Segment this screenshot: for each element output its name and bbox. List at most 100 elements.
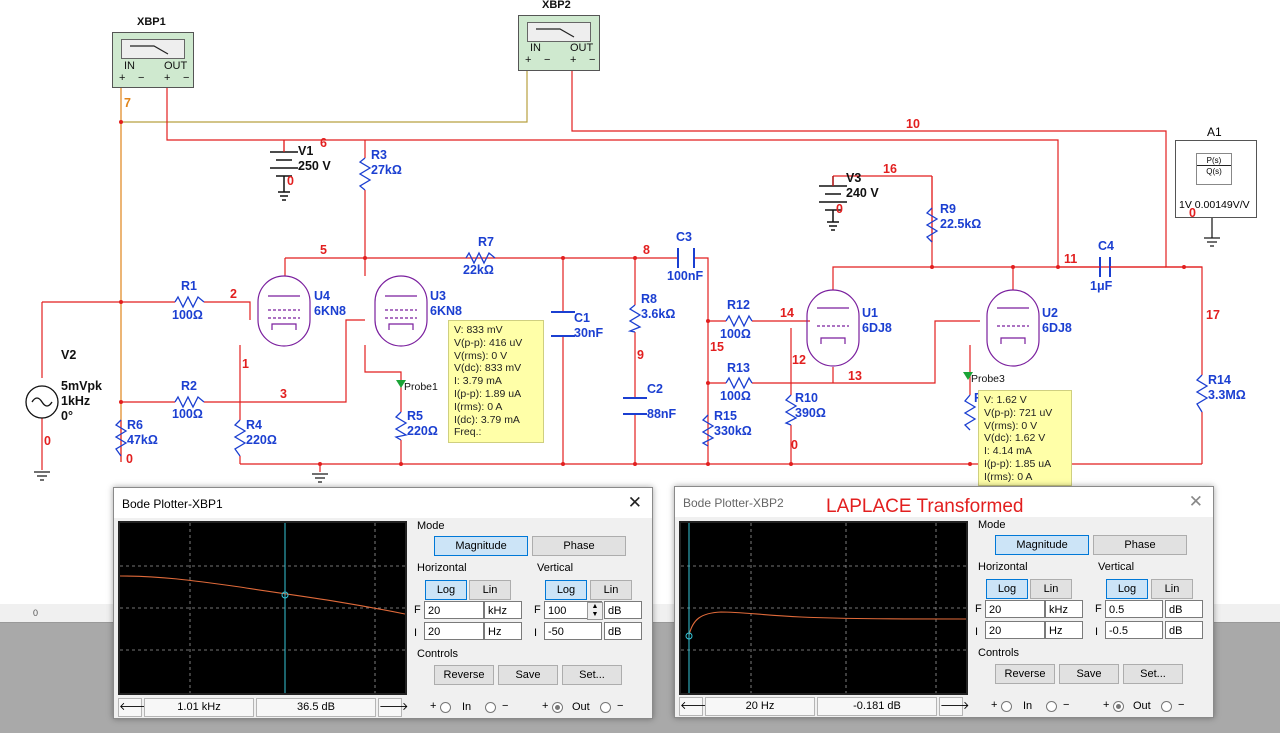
v3-name: V3 bbox=[846, 171, 862, 185]
horizontal-f-label: F bbox=[414, 604, 421, 616]
a1-numerator: P(s) bbox=[1197, 154, 1231, 166]
vertical-final-unit[interactable]: dB bbox=[1165, 600, 1203, 618]
set-button[interactable]: Set... bbox=[1123, 664, 1183, 684]
vertical-final-unit[interactable]: dB bbox=[604, 601, 642, 619]
horizontal-initial-input[interactable]: 20 bbox=[424, 622, 484, 640]
horizontal-log-button[interactable]: Log bbox=[986, 579, 1028, 599]
vertical-i-label: I bbox=[534, 627, 538, 639]
phase-button[interactable]: Phase bbox=[532, 536, 626, 556]
horizontal-initial-unit[interactable]: Hz bbox=[484, 622, 522, 640]
vertical-initial-unit[interactable]: dB bbox=[604, 622, 642, 640]
horizontal-lin-button[interactable]: Lin bbox=[1030, 579, 1072, 599]
v2-line1: 5mVpk bbox=[61, 379, 102, 393]
horizontal-initial-unit[interactable]: Hz bbox=[1045, 621, 1083, 639]
cursor-left-button[interactable]: 🡐 bbox=[118, 698, 149, 717]
horizontal-i-label: I bbox=[975, 626, 979, 638]
horizontal-initial-input[interactable]: 20 bbox=[985, 621, 1045, 639]
readout-frequency: 20 Hz bbox=[705, 697, 815, 716]
xbp1-instrument[interactable]: IN OUT + − + − bbox=[112, 32, 194, 88]
horizontal-final-input[interactable]: 20 bbox=[985, 600, 1045, 618]
out-plus-radio[interactable] bbox=[552, 702, 563, 713]
probe3-label: Probe3 bbox=[971, 373, 1005, 385]
window-title: Bode Plotter-XBP1 bbox=[122, 497, 223, 511]
horizontal-final-unit[interactable]: kHz bbox=[1045, 600, 1083, 618]
in-minus-label: − bbox=[502, 700, 509, 712]
reverse-button[interactable]: Reverse bbox=[434, 665, 494, 685]
bode-plotter-xbp1-window[interactable]: Bode Plotter-XBP1 ✕ Mode Magnitude Phase… bbox=[113, 487, 653, 719]
out-plus-radio[interactable] bbox=[1113, 701, 1124, 712]
v2-line2: 1kHz bbox=[61, 394, 91, 408]
in-plus-radio[interactable] bbox=[1001, 701, 1012, 712]
horizontal-final-input[interactable]: 20 bbox=[424, 601, 484, 619]
readout-frequency: 1.01 kHz bbox=[144, 698, 254, 717]
vertical-lin-button[interactable]: Lin bbox=[1151, 579, 1193, 599]
xbp2-instrument[interactable]: IN OUT + − + − bbox=[518, 15, 600, 71]
xbp2-out-label: OUT bbox=[570, 42, 594, 54]
vertical-initial-input[interactable]: -0.5 bbox=[1105, 621, 1163, 639]
r4-value: 220Ω bbox=[246, 433, 277, 447]
probe3-line: I(rms): 0 A bbox=[984, 470, 1033, 483]
horizontal-lin-button[interactable]: Lin bbox=[469, 580, 511, 600]
phase-button[interactable]: Phase bbox=[1093, 535, 1187, 555]
bode-plotter-xbp2-window[interactable]: Bode Plotter-XBP2 ✕ LAPLACE Transformed … bbox=[674, 486, 1214, 718]
save-button[interactable]: Save bbox=[498, 665, 558, 685]
window-titlebar[interactable]: Bode Plotter-XBP2 ✕ bbox=[675, 487, 1213, 517]
bode-readout-bar: 🡐 20 Hz -0.181 dB 🡒 bbox=[679, 697, 970, 716]
r14-value: 3.3MΩ bbox=[1208, 388, 1246, 402]
in-plus-radio[interactable] bbox=[440, 702, 451, 713]
out-minus-radio[interactable] bbox=[1161, 701, 1172, 712]
r7-name: R7 bbox=[478, 235, 494, 249]
r12-name: R12 bbox=[727, 298, 750, 312]
net-6: 6 bbox=[320, 136, 327, 150]
bode-glyph-icon bbox=[130, 45, 169, 55]
a1-fraction: P(s) Q(s) bbox=[1196, 153, 1232, 185]
cursor-right-button[interactable]: 🡒 bbox=[939, 697, 970, 716]
reverse-button[interactable]: Reverse bbox=[995, 664, 1055, 684]
a1-block[interactable]: P(s) Q(s) 1V 0.00149V/V bbox=[1175, 140, 1257, 218]
magnitude-button[interactable]: Magnitude bbox=[434, 536, 528, 556]
net-2: 2 bbox=[230, 287, 237, 301]
set-button[interactable]: Set... bbox=[562, 665, 622, 685]
xbp1-plus-in: + bbox=[119, 72, 126, 84]
r7-value: 22kΩ bbox=[463, 263, 494, 277]
vertical-initial-input[interactable]: -50 bbox=[544, 622, 602, 640]
save-button[interactable]: Save bbox=[1059, 664, 1119, 684]
c2-name: C2 bbox=[647, 382, 663, 396]
magnitude-button[interactable]: Magnitude bbox=[995, 535, 1089, 555]
vertical-final-input[interactable]: 0.5 bbox=[1105, 600, 1163, 618]
close-icon[interactable]: ✕ bbox=[1188, 492, 1203, 511]
sheet-tab-index: 0 bbox=[33, 608, 39, 618]
vertical-initial-unit[interactable]: dB bbox=[1165, 621, 1203, 639]
net-17: 17 bbox=[1206, 308, 1220, 322]
xbp1-in-label: IN bbox=[124, 60, 135, 72]
r15-name: R15 bbox=[714, 409, 737, 423]
out-minus-radio[interactable] bbox=[600, 702, 611, 713]
xbp1-plus-out: + bbox=[164, 72, 171, 84]
a1-denominator: Q(s) bbox=[1206, 167, 1222, 176]
window-titlebar[interactable]: Bode Plotter-XBP1 ✕ bbox=[114, 488, 652, 518]
horizontal-log-button[interactable]: Log bbox=[425, 580, 467, 600]
cursor-right-button[interactable]: 🡒 bbox=[378, 698, 409, 717]
probe3-line: V(p-p): 721 uV bbox=[984, 406, 1053, 419]
bode-plot-area[interactable] bbox=[679, 521, 968, 695]
vertical-final-spinner[interactable]: ▲▼ bbox=[587, 602, 603, 620]
close-icon[interactable]: ✕ bbox=[627, 493, 642, 512]
in-minus-radio[interactable] bbox=[1046, 701, 1057, 712]
vertical-log-button[interactable]: Log bbox=[545, 580, 587, 600]
xbp2-plus-in: + bbox=[525, 54, 532, 66]
horizontal-final-unit[interactable]: kHz bbox=[484, 601, 522, 619]
vertical-log-button[interactable]: Log bbox=[1106, 579, 1148, 599]
r15-value: 330kΩ bbox=[714, 424, 752, 438]
c4-value: 1μF bbox=[1090, 279, 1113, 293]
cursor-left-button[interactable]: 🡐 bbox=[679, 697, 710, 716]
in-minus-radio[interactable] bbox=[485, 702, 496, 713]
u3-value: 6KN8 bbox=[430, 304, 462, 318]
xbp1-out-label: OUT bbox=[164, 60, 188, 72]
vertical-lin-button[interactable]: Lin bbox=[590, 580, 632, 600]
xbp2-in-label: IN bbox=[530, 42, 541, 54]
probe1-line: I(p-p): 1.89 uA bbox=[454, 387, 522, 400]
bode-plot-area[interactable] bbox=[118, 521, 407, 695]
probe1-readout: V: 833 mV V(p-p): 416 uV V(rms): 0 V V(d… bbox=[448, 320, 544, 444]
in-label: In bbox=[462, 701, 472, 713]
